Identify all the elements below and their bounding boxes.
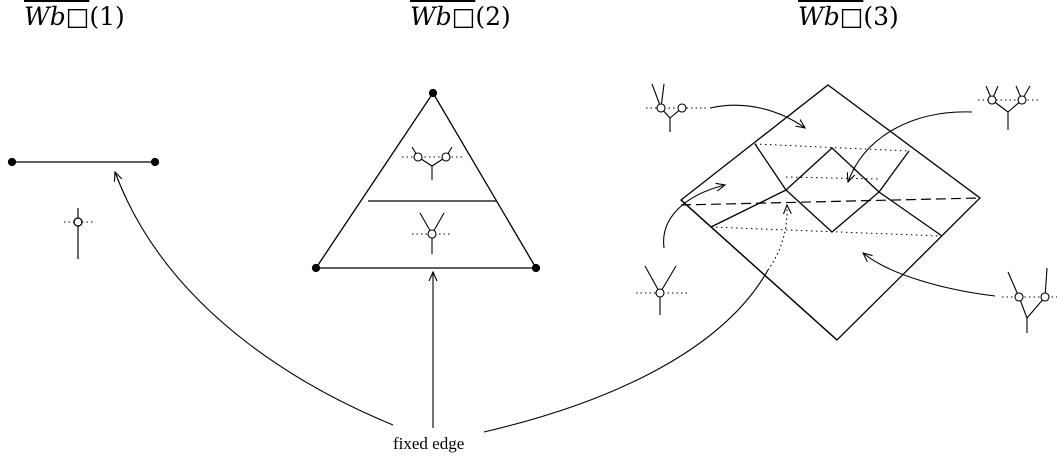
dashed-horizon	[680, 197, 981, 206]
vertex-dot	[7, 157, 17, 167]
inner-line	[754, 143, 787, 191]
vertex-dot	[311, 263, 321, 273]
title-wb-3: Wb□(3)	[798, 2, 899, 31]
inner-line	[710, 189, 787, 228]
tree-glyph-3a	[646, 83, 706, 132]
panel-2	[311, 88, 541, 273]
title-wb-2-base: Wb□	[410, 2, 476, 31]
square-outline	[679, 84, 981, 341]
arrow-fixed-edge-to-square	[483, 269, 769, 433]
tree-glyph-3b	[978, 85, 1040, 130]
title-wb-3-base: Wb□	[798, 2, 864, 31]
title-wb-2: Wb□(2)	[410, 2, 511, 31]
title-wb-1: Wb□(1)	[24, 2, 125, 31]
arrow-fixed-edge-to-interval	[115, 172, 394, 426]
panel-1	[7, 157, 160, 259]
vertex-dot	[531, 263, 541, 273]
title-wb-2-arg: (2)	[475, 2, 511, 31]
triangle-outline	[314, 91, 538, 269]
arrow-tree-3b-to-center	[848, 111, 973, 182]
arrow-tree-3c-to-left	[663, 185, 725, 249]
tree-glyph-2a	[402, 146, 462, 180]
dotted-plane-upper	[754, 143, 910, 152]
vertex-dot	[428, 88, 438, 98]
title-wb-1-arg: (1)	[89, 2, 125, 31]
title-wb-1-base: Wb□	[24, 2, 90, 31]
tree-glyph-3d	[1002, 267, 1057, 333]
arrows	[115, 104, 996, 433]
dotted-plane-lower	[710, 226, 943, 237]
vertex-dot	[150, 157, 160, 167]
panel-3	[679, 84, 981, 341]
front-diagonal	[680, 199, 838, 341]
arrow-tree-3a-to-top	[709, 104, 805, 128]
tree-glyph-3c	[636, 265, 690, 315]
tree-glyph-1	[64, 208, 93, 259]
dotted-plane-mid	[785, 176, 880, 180]
title-wb-3-arg: (3)	[863, 2, 899, 31]
fixed-edge-label: fixed edge	[393, 434, 465, 453]
inner-line	[878, 191, 943, 237]
tree-glyph-2b	[412, 212, 452, 254]
arrow-tree-3d-to-right	[863, 253, 996, 297]
inner-square	[785, 147, 880, 233]
inner-line	[878, 150, 910, 193]
arrow-dotted-to-center	[767, 205, 787, 271]
